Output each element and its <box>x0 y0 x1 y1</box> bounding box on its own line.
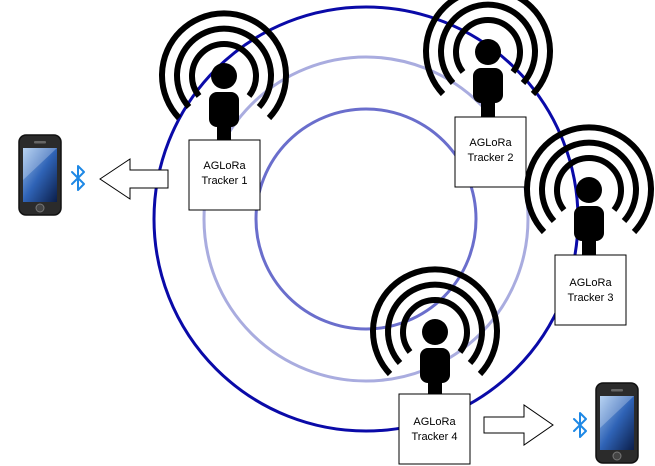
tracker-3-label-line1: AGLoRa <box>569 277 612 289</box>
tracker-4-box <box>398 393 471 465</box>
tracker-4-label-line1: AGLoRa <box>413 416 456 428</box>
tracker-2-label-line1: AGLoRa <box>469 137 512 149</box>
arrow-right-icon <box>483 404 554 446</box>
tracker-3-box <box>554 254 627 326</box>
tracker-2-box <box>454 116 527 188</box>
smartphone-left-icon <box>18 134 62 216</box>
tracker-2-label-line2: Tracker 2 <box>467 152 513 164</box>
inner-range-ring <box>254 107 478 331</box>
arrow-left-icon <box>99 158 169 200</box>
tracker-4-label-line2: Tracker 4 <box>411 431 457 443</box>
bluetooth-left-icon <box>71 165 85 191</box>
middle-range-ring <box>202 55 530 383</box>
tracker-1-label-line2: Tracker 1 <box>201 175 247 187</box>
tracker-1-box <box>188 139 261 211</box>
bluetooth-right-icon <box>573 412 587 438</box>
tracker-3-label-line2: Tracker 3 <box>567 292 613 304</box>
tracker-3-signal-icon <box>527 127 651 276</box>
tracker-1-label-line1: AGLoRa <box>203 160 246 172</box>
smartphone-right-icon <box>595 382 639 464</box>
